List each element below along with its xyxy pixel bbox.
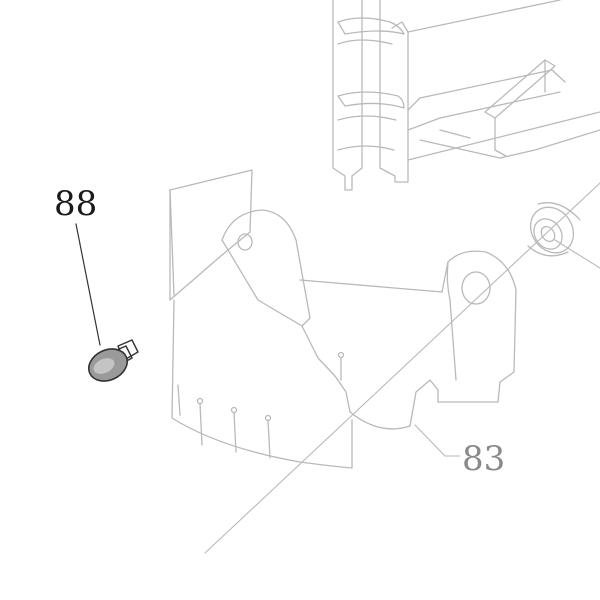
leader-line-83 xyxy=(414,424,461,457)
bushing xyxy=(527,202,581,257)
shield-bracket xyxy=(169,169,517,469)
screw-part-88 xyxy=(87,339,139,382)
callout-88: 88 xyxy=(54,184,97,224)
callout-83: 83 xyxy=(462,439,505,479)
assembly-axis-line xyxy=(204,182,600,554)
leader-line-88 xyxy=(75,223,101,346)
upper-housing xyxy=(332,0,600,191)
